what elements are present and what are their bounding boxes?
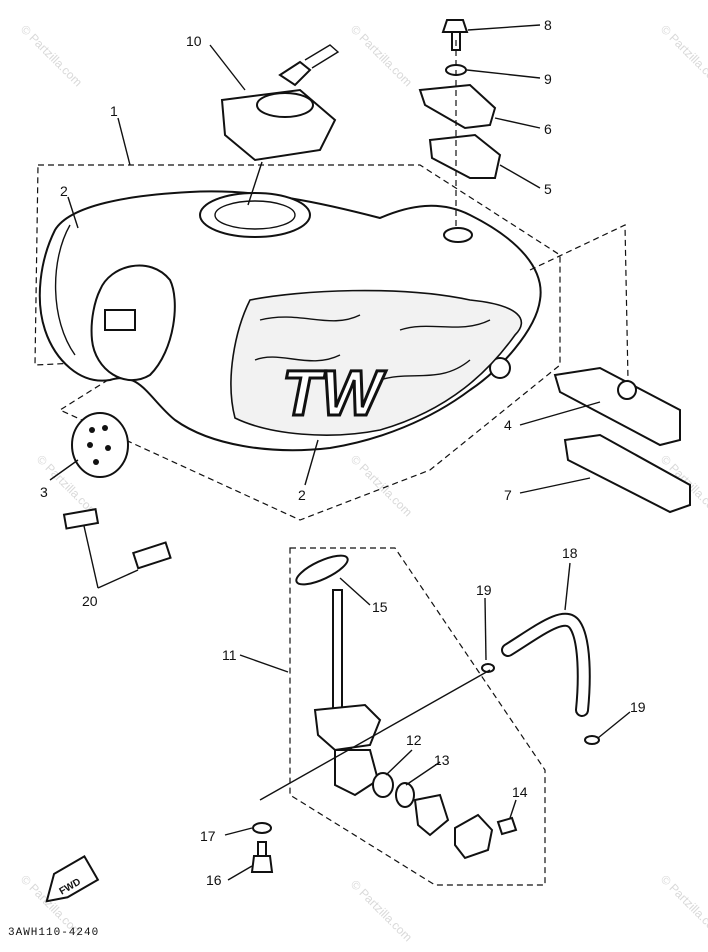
fuel-cap-lock [256,92,314,118]
callout-10: 10 [186,33,202,49]
watermark-1: © Partzilla.com [18,22,85,89]
callout-2-top: 2 [60,183,68,199]
damper-3 [71,412,129,478]
callout-15: 15 [372,599,388,615]
callout-13: 13 [434,752,450,768]
decal-flames [254,314,491,381]
gasket-15 [295,554,349,586]
callout-12: 12 [406,732,422,748]
rear-mount-eye [489,357,511,379]
seat-bracket-4-grommet [617,380,637,400]
callouts: 10 1 2 8 9 6 5 4 7 2 3 20 11 15 19 18 19… [40,17,646,888]
callout-1: 1 [110,103,118,119]
callout-18: 18 [562,545,578,561]
fuel-cap [220,44,340,162]
watermark-3: © Partzilla.com [658,22,708,89]
damper-5 [428,133,502,179]
damper-3-body [71,412,129,478]
callout-11: 11 [222,647,237,663]
callout-3: 3 [40,484,48,500]
filler-neck-inner [214,200,296,230]
callout-7: 7 [504,487,512,503]
callout-6: 6 [544,121,552,137]
bracket-6 [418,83,497,130]
hose-18 [501,612,591,717]
cover-7 [563,433,691,514]
hose-centerline [259,669,491,801]
fwd-arrow-shape [45,855,100,903]
callout-5: 5 [544,181,552,197]
fwd-arrow: FWD [45,855,100,903]
grommet [443,227,473,243]
callout-14: 14 [512,784,528,800]
bolt-8 [441,19,469,51]
bolt-16-head [250,855,274,873]
watermark-2: © Partzilla.com [348,22,415,89]
callout-20: 20 [82,593,98,609]
fuel-tank: TW [38,190,542,452]
petcock-pickup-tube [332,589,343,711]
fuel-cap-key-blade [304,44,340,69]
seat-bracket-4 [553,366,681,447]
tank-mount-bracket [104,309,136,331]
callout-17: 17 [200,828,216,844]
screw-14 [496,816,518,836]
callout-16: 16 [206,872,222,888]
tank-logo: TW [282,357,386,429]
pad-20a [62,507,100,530]
lever-valve [413,793,450,837]
clip-19b [584,735,600,745]
watermark-5: © Partzilla.com [348,452,415,519]
clip-19a [481,663,495,673]
petcock-assembly-outline [289,547,546,886]
callout-2-bottom: 2 [298,487,306,503]
callout-19-top: 19 [476,582,492,598]
watermark-8: © Partzilla.com [348,877,415,944]
leader-lines [49,24,631,881]
leader-cap [247,161,263,206]
petcock-flange [313,703,382,752]
filler-neck [199,192,311,238]
watermark-9: © Partzilla.com [658,872,708,939]
o-ring-12 [372,772,394,798]
pad-20b [132,541,172,570]
tank-front-edge [54,224,76,356]
petcock-11 [313,589,382,797]
washer-17 [252,822,272,834]
callout-19-right: 19 [630,699,646,715]
bolt-16 [250,841,274,873]
o-ring-13 [395,782,415,808]
diagram-code: 3AWH110-4240 [8,927,99,939]
callout-8: 8 [544,17,552,33]
petcock-body [334,749,380,797]
bracket-leader-dash [529,224,629,381]
petcock-plate [454,813,494,860]
bolt-8-head [441,19,469,33]
callout-9: 9 [544,71,552,87]
bolt-16-shank [257,841,267,857]
callout-4: 4 [504,417,512,433]
fuel-cap-key [278,60,312,87]
watermark-layer: © Partzilla.com © Partzilla.com © Partzi… [18,22,708,944]
